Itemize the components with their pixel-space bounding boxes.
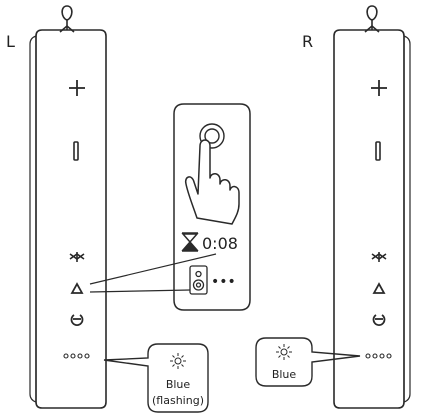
right-sun-light-icon bbox=[276, 344, 292, 360]
left-play-triangle-icon[interactable] bbox=[70, 282, 84, 294]
right-minus-bar-icon[interactable] bbox=[375, 141, 381, 161]
right-speaker bbox=[333, 5, 411, 409]
left-speaker bbox=[29, 5, 107, 409]
right-side-label: R bbox=[302, 32, 313, 51]
right-led-color-text: Blue bbox=[272, 368, 297, 381]
right-speaker-body bbox=[333, 29, 405, 409]
hand-press-icon bbox=[184, 139, 240, 225]
left-led-callout-bubble bbox=[103, 343, 209, 413]
left-four-dots-led-icon bbox=[63, 353, 90, 359]
callout-pointer-bottom bbox=[89, 289, 191, 293]
left-bluetooth-wings-icon[interactable] bbox=[69, 252, 85, 262]
left-power-icon[interactable] bbox=[70, 314, 84, 326]
callout-frame bbox=[173, 103, 251, 311]
right-plus-icon[interactable] bbox=[371, 80, 387, 96]
left-led-callout bbox=[103, 343, 209, 413]
left-sun-light-icon bbox=[170, 353, 186, 369]
left-led-color-text: Blue bbox=[166, 378, 191, 391]
hourglass-icon bbox=[181, 232, 199, 252]
callout-pointer-top bbox=[89, 253, 217, 285]
right-play-triangle-icon[interactable] bbox=[372, 282, 386, 294]
timer-text: 0:08 bbox=[202, 234, 238, 253]
right-four-dots-led-icon bbox=[365, 353, 392, 359]
right-strap-icon bbox=[364, 5, 380, 33]
left-plus-icon[interactable] bbox=[69, 80, 85, 96]
left-strap-icon bbox=[59, 5, 75, 33]
press-target-icon bbox=[199, 123, 225, 149]
left-led-state-text: (flashing) bbox=[152, 394, 204, 407]
press-hold-callout bbox=[89, 103, 251, 311]
right-led-callout-bubble bbox=[255, 337, 361, 387]
left-minus-bar-icon[interactable] bbox=[73, 141, 79, 161]
right-bluetooth-wings-icon[interactable] bbox=[371, 252, 387, 262]
right-power-icon[interactable] bbox=[372, 314, 386, 326]
left-speaker-body bbox=[35, 29, 107, 409]
left-side-label: L bbox=[6, 32, 15, 51]
speaker-icon bbox=[189, 265, 208, 295]
right-led-callout bbox=[255, 337, 361, 387]
speaker-dots-text: ••• bbox=[211, 274, 236, 290]
